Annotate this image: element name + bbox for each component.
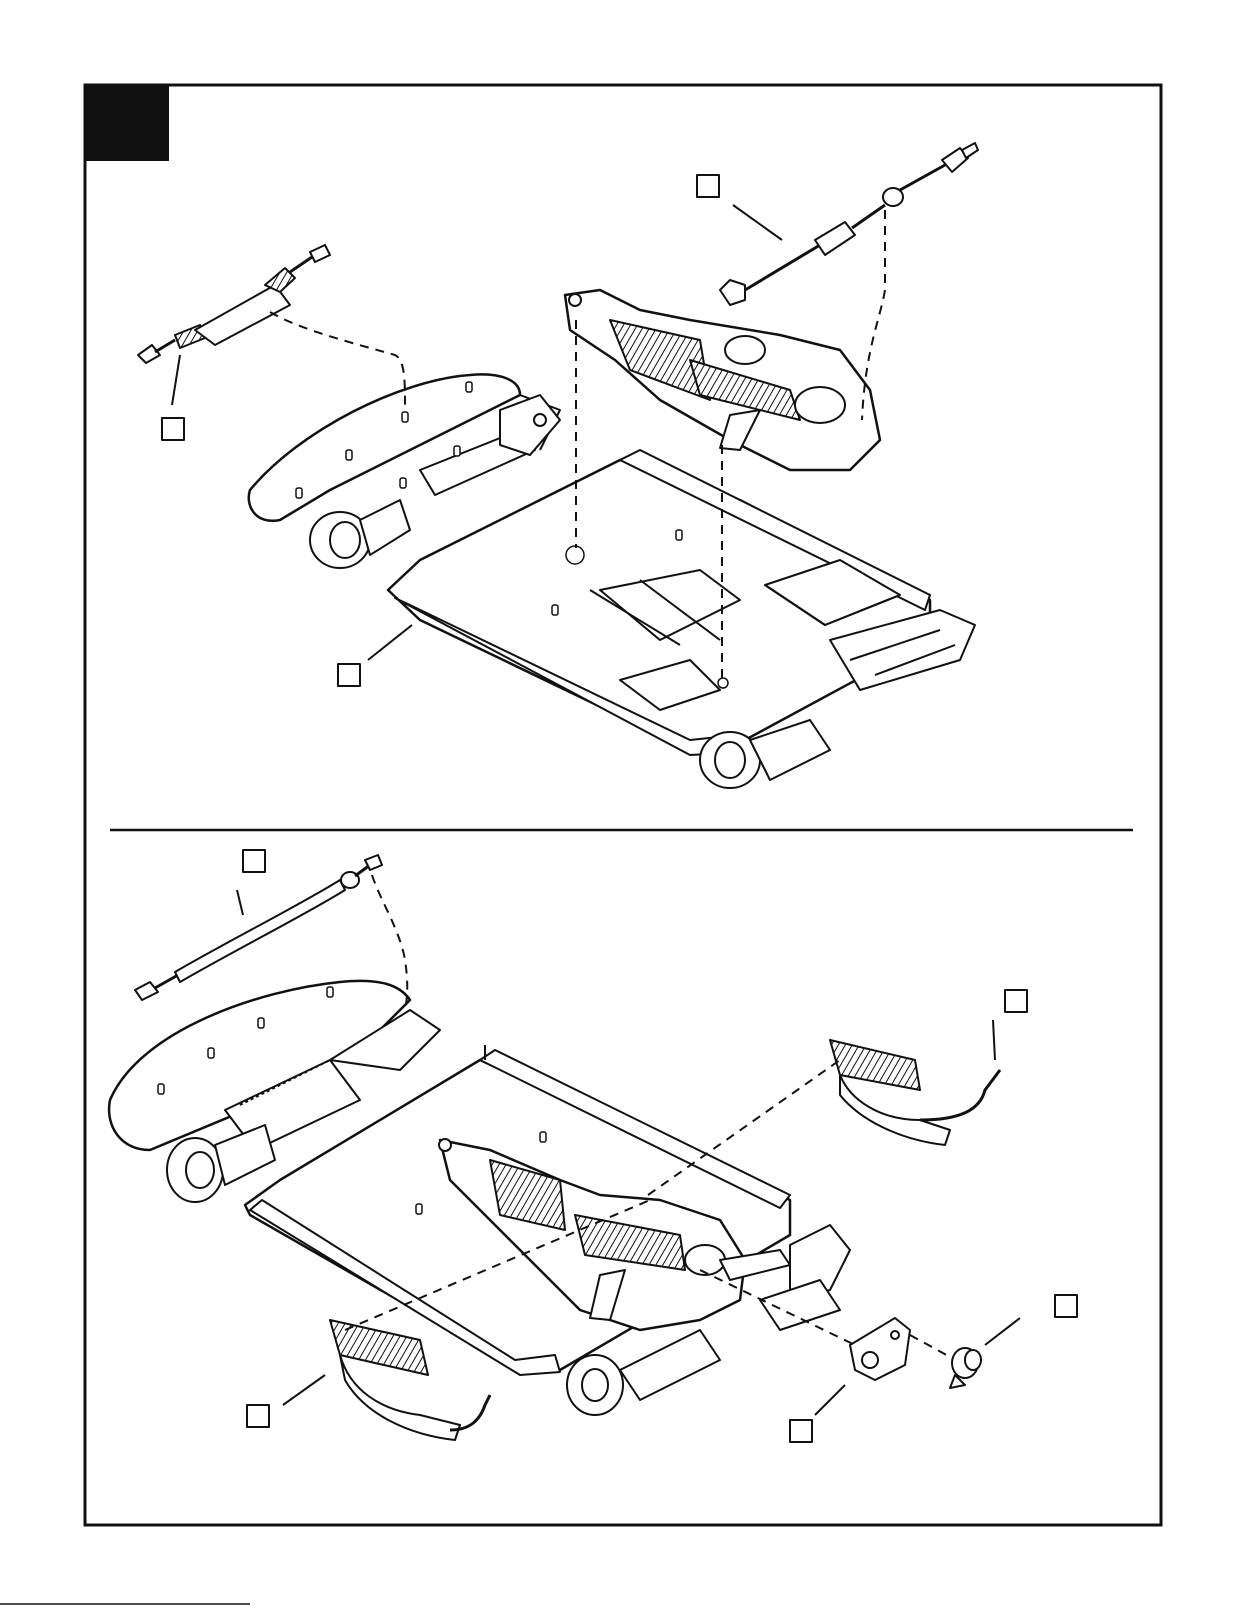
bottom-mount-bracket xyxy=(850,1318,910,1380)
top-front-axle xyxy=(138,245,330,363)
bottom-callout-knob xyxy=(985,1295,1077,1345)
bottom-front-axle xyxy=(135,855,382,1000)
bottom-callout-mount xyxy=(790,1385,845,1442)
bottom-panel xyxy=(109,850,1077,1442)
top-engine-assembly xyxy=(565,290,880,470)
bottom-knob-part xyxy=(950,1348,981,1388)
top-front-suspension-arm xyxy=(500,395,560,455)
top-callout-chassis xyxy=(338,625,412,686)
step-badge xyxy=(85,85,169,161)
top-callout-rear-axle xyxy=(162,355,184,440)
bottom-callout-right-exhaust xyxy=(993,990,1027,1060)
top-panel xyxy=(138,143,978,788)
top-front-left-hub xyxy=(310,500,410,568)
bottom-callout-left-exhaust xyxy=(247,1375,325,1427)
chassis-floor-pan xyxy=(388,450,930,755)
top-callout-axle xyxy=(697,175,782,240)
bottom-right-exhaust-header xyxy=(830,1040,1000,1145)
bottom-callout-axle xyxy=(237,850,265,915)
